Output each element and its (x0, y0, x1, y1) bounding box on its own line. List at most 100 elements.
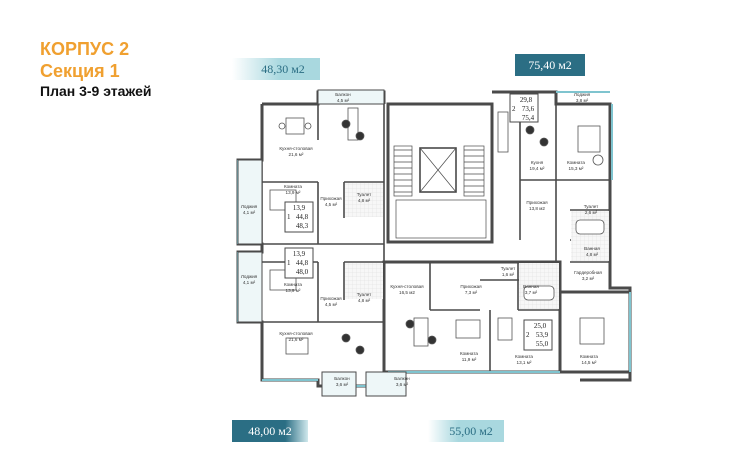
room-area-room-lower-left: 13,9 м² (286, 288, 301, 293)
balcony-slab-bl (321, 371, 357, 397)
apt-tr-living: 29,8 (520, 96, 533, 104)
area-badge-top-left-text: 48,30 м2 (261, 62, 305, 76)
apt-bl-living: 13,9 (293, 250, 306, 258)
room-area-toilet-bottom-mid: 1,6 м² (502, 272, 515, 277)
kitchen-counter-tr (497, 111, 509, 153)
apt-bl-total: 48,0 (296, 268, 309, 276)
room-area-toilet-lower-left: 4,8 м² (358, 298, 371, 303)
stairs-left (393, 145, 413, 197)
room-area-loggia-top-right: 3,8 м² (576, 98, 589, 103)
apartment-info-boxes (284, 93, 553, 351)
room-name-kitchen-top-right: Кухня (531, 160, 544, 165)
stool-bl-2 (355, 345, 365, 355)
apt-box-tr (509, 93, 539, 123)
room-area-hall-lower-left: 4,5 м² (325, 302, 338, 307)
room-name-loggia-top-right: Лоджия (574, 92, 591, 97)
wall-core (386, 102, 494, 244)
room-area-balcony-bottom-left: 3,6 м² (336, 382, 349, 387)
apartment-info-text: 13,9 1 44,8 48,3 13,9 1 44,8 48,0 29,8 2… (287, 96, 549, 348)
room-name-loggia-lower-left: Лоджия (241, 274, 258, 279)
room-area-kitchen-top-right: 19,4 м² (530, 166, 545, 171)
tub-bm (523, 285, 555, 301)
room-name-bath-bottom-mid: Ванная (523, 284, 539, 289)
room-name-room-upper-left: Комната (284, 184, 302, 189)
room-name-hall-lower-left: Прихожая (320, 296, 342, 301)
room-area-toilet-upper-left: 4,8 м² (358, 198, 371, 203)
room-name-wardrobe-top-right: Гардеробная (574, 270, 602, 275)
apt-br-rooms: 2 (526, 331, 530, 339)
area-badge-bottom-left: 48,00 м2 (232, 420, 308, 442)
bed-br (579, 317, 605, 345)
title-block: КОРПУС 2 Секция 1 План 3-9 этажей (40, 38, 152, 100)
chair-bm-1 (405, 319, 415, 329)
room-area-bath-top-right: 4,8 м² (586, 252, 599, 257)
apt-tl-living: 13,9 (293, 204, 306, 212)
room-name-bath-top-right: Ванная (584, 246, 600, 251)
room-name-balcony-top-left: Балкон (335, 92, 351, 97)
apt-br-living: 25,0 (534, 322, 547, 330)
wall-right-lower (560, 290, 630, 374)
chair-tl-2 (304, 122, 312, 130)
chair-tl-1 (278, 122, 286, 130)
apt-box-br (523, 319, 553, 351)
apt-tr-calc: 73,6 (522, 105, 535, 113)
tile-toilet-ll (345, 263, 383, 299)
bed-bm-2 (497, 317, 513, 341)
room-name-room-bottom-mid-1: Комната (460, 351, 478, 356)
room-name-kitchen-top-left: Кухня-столовая (279, 146, 313, 151)
apt-br-total: 55,0 (536, 340, 549, 348)
section-title: Секция 1 (40, 61, 120, 81)
room-area-hall-top-right: 13,8 м2 (529, 206, 545, 211)
area-badge-top-left: 48,30 м2 (232, 58, 320, 80)
apt-box-bl (284, 247, 314, 279)
room-area-room-bottom-mid-1: 11,9 м² (462, 357, 477, 362)
area-badge-top-right: 75,40 м2 (515, 54, 585, 76)
building-title: КОРПУС 2 (40, 39, 130, 59)
loggia-slab-l1 (237, 159, 263, 245)
room-area-balcony-bottom-mid: 3,6 м² (396, 382, 409, 387)
stairwell (393, 145, 487, 239)
balcony-slabs (237, 89, 407, 397)
room-name-room-lower-left: Комната (284, 282, 302, 287)
chair-bm-2 (427, 335, 437, 345)
apt-br-calc: 53,9 (536, 331, 549, 339)
stairs-right (463, 145, 485, 197)
room-area-loggia-upper-left: 4,1 м² (243, 210, 256, 215)
apt-tl-total: 48,3 (296, 222, 309, 230)
stool-bl-1 (341, 333, 351, 343)
floor-plan-title: План 3-9 этажей (40, 83, 152, 99)
lift-shaft (419, 147, 457, 193)
room-area-bath-bottom-mid: 3,7 м² (525, 290, 538, 295)
apt-box-tl (284, 201, 314, 233)
room-name-toilet-bottom-mid: Туалет (501, 266, 516, 271)
apt-bl-rooms: 1 (287, 259, 291, 267)
apt-tr-total: 75,4 (522, 114, 535, 122)
tile-toilet-ul (345, 183, 383, 217)
room-area-kitchen-top-left: 21,6 м² (289, 152, 304, 157)
area-badge-top-right-text: 75,40 м2 (528, 58, 572, 72)
room-area-hall-bottom-mid: 7,3 м² (465, 290, 478, 295)
balcony-slab-tl (317, 89, 385, 105)
bed-bm-1 (455, 319, 481, 339)
tile-bath-tr (571, 211, 609, 261)
table-tr-round (592, 154, 604, 166)
area-badge-bottom-left-text: 48,00 м2 (248, 424, 292, 438)
room-name-hall-upper-left: Прихожая (320, 196, 342, 201)
room-area-room-upper-left: 13,9 м² (286, 190, 301, 195)
loggia-slab-l2 (237, 251, 263, 323)
table-tl (285, 117, 305, 135)
apt-tl-calc: 44,8 (296, 213, 309, 221)
room-name-balcony-bottom-mid: Балкон (394, 376, 410, 381)
room-area-room-bottom-mid-2: 13,1 м² (517, 360, 532, 365)
room-name-loggia-upper-left: Лоджия (241, 204, 258, 209)
sofa-bl (285, 337, 309, 355)
room-name-kitchen-bottom-left: Кухня-столовая (279, 331, 313, 336)
room-name-toilet-upper-left: Туалет (357, 192, 372, 197)
room-area-kitchen-bottom-mid: 16,5 м2 (399, 290, 415, 295)
room-area-room-top-right: 15,3 м² (569, 166, 584, 171)
furniture (269, 107, 605, 355)
room-name-hall-top-right: Прихожая (526, 200, 548, 205)
apt-bl-calc: 44,8 (296, 259, 309, 267)
room-area-kitchen-bottom-left: 21,6 м² (289, 337, 304, 342)
